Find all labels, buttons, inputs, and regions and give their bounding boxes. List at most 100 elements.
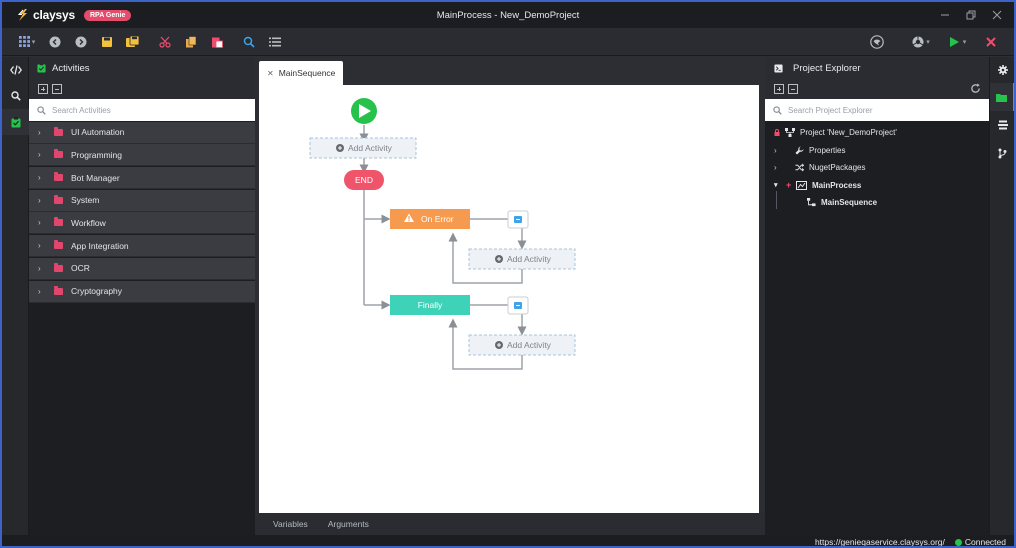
collapse-all-button[interactable] [788, 84, 798, 94]
activities-panel: Activities › UI Automation ›Programming ›… [29, 57, 255, 535]
cut-button[interactable] [152, 31, 178, 53]
refresh-icon[interactable] [970, 83, 981, 94]
explorer-search-input[interactable] [788, 105, 968, 115]
run-button[interactable]: ▾ [942, 31, 972, 53]
back-button[interactable] [42, 31, 68, 53]
recorder-button[interactable] [864, 31, 890, 53]
recorder-icon [870, 35, 884, 49]
search-icon [243, 36, 255, 48]
chevron-right-icon: › [38, 127, 41, 137]
copy-button[interactable] [178, 31, 204, 53]
category-app-integration[interactable]: ›App Integration [29, 235, 255, 258]
toolbar-right: ▾ ▾ [864, 31, 1004, 53]
paste-button[interactable] [204, 31, 230, 53]
add-activity-slot[interactable]: Add Activity [309, 137, 417, 159]
collapse-finally-button[interactable] [507, 296, 529, 315]
category-workflow[interactable]: › Workflow [29, 212, 255, 235]
category-ocr[interactable]: ›OCR [29, 257, 255, 280]
tree-main-sequence[interactable]: MainSequence [765, 194, 989, 212]
explorer-search [765, 99, 989, 121]
chevron-right-icon: › [38, 218, 41, 228]
outline-button[interactable] [262, 31, 288, 53]
process-icon [796, 180, 807, 190]
search-view-button[interactable] [2, 83, 29, 109]
cut-icon [159, 36, 171, 48]
modified-marker-icon: + [786, 180, 792, 191]
stop-button[interactable] [978, 31, 1004, 53]
category-label: Workflow [71, 217, 106, 228]
category-label: System [71, 195, 100, 206]
activities-subtoolbar [29, 79, 255, 99]
finally-label: Finally [418, 300, 443, 310]
add-activity-slot[interactable]: Add Activity [468, 334, 576, 356]
end-node[interactable]: END [344, 170, 384, 190]
end-label: END [355, 175, 373, 185]
tree-main-process[interactable]: ▾ + MainProcess [765, 177, 989, 195]
add-activity-label: Add Activity [507, 340, 552, 350]
collapse-on-error-button[interactable] [507, 210, 529, 229]
category-label: Bot Manager [71, 172, 120, 183]
layers-button[interactable] [990, 111, 1014, 139]
save-button[interactable] [94, 31, 120, 53]
save-all-icon [126, 35, 140, 47]
tree-label: MainSequence [821, 198, 878, 208]
brand-name: claysys [33, 8, 75, 22]
workflow-canvas[interactable]: Add Activity END On Error [259, 85, 759, 513]
explorer-header: Project Explorer [765, 57, 989, 79]
folder-icon [54, 194, 63, 204]
tab-variables[interactable]: Variables [273, 519, 308, 529]
find-button[interactable] [236, 31, 262, 53]
designer-area: ✕ MainSequence [255, 57, 765, 535]
category-system[interactable]: ›System [29, 189, 255, 212]
explorer-icon [774, 63, 783, 73]
browser-icon [912, 36, 924, 48]
collapse-all-button[interactable] [52, 84, 62, 94]
project-tree: Project 'New_DemoProject' › Properties ›… [765, 121, 989, 212]
category-programming[interactable]: ›Programming [29, 144, 255, 167]
list-icon [269, 37, 281, 46]
add-activity-slot[interactable]: Add Activity [468, 248, 576, 270]
save-all-button[interactable] [120, 31, 146, 53]
product-badge: RPA Genie [83, 9, 132, 21]
project-explorer-button[interactable] [990, 83, 1014, 111]
activities-title: Activities [52, 62, 90, 74]
window-close-button[interactable] [986, 7, 1008, 23]
chevron-right-icon: › [774, 163, 777, 173]
expand-all-button[interactable] [774, 84, 784, 94]
title-bar: claysys RPA Genie MainProcess - New_Demo… [2, 2, 1014, 28]
tree-label: Properties [809, 145, 846, 155]
category-bot-manager[interactable]: › Bot Manager [29, 167, 255, 190]
chevron-down-icon: ▾ [774, 182, 778, 190]
tree-project-root[interactable]: Project 'New_DemoProject' [765, 124, 989, 142]
browser-button[interactable]: ▾ [906, 31, 936, 53]
tree-properties[interactable]: › Properties [765, 142, 989, 160]
tab-mainsequence[interactable]: ✕ MainSequence [259, 61, 344, 85]
source-control-button[interactable] [990, 139, 1014, 167]
chevron-right-icon: › [38, 173, 41, 183]
activities-view-button[interactable] [2, 109, 29, 135]
restore-icon [966, 10, 976, 20]
settings-button[interactable] [990, 57, 1014, 83]
tree-nuget-packages[interactable]: › NugetPackages [765, 159, 989, 177]
tab-arguments[interactable]: Arguments [327, 519, 369, 529]
forward-button[interactable] [68, 31, 94, 53]
code-view-button[interactable] [2, 57, 29, 83]
activities-search-input[interactable] [52, 105, 232, 115]
restore-button[interactable] [960, 7, 982, 23]
expand-all-button[interactable] [38, 84, 48, 94]
on-error-node[interactable]: On Error [390, 209, 470, 229]
explorer-subtoolbar [765, 79, 989, 99]
category-label: UI Automation [71, 127, 125, 138]
minimize-button[interactable] [934, 7, 956, 23]
tab-close-icon[interactable]: ✕ [267, 68, 274, 78]
apps-menu-button[interactable]: ▾ [12, 31, 42, 53]
search-icon [10, 91, 21, 101]
finally-node[interactable]: Finally [390, 295, 470, 315]
category-ui-automation[interactable]: › UI Automation [29, 121, 255, 144]
category-cryptography[interactable]: ›Cryptography [29, 280, 255, 303]
start-node[interactable] [351, 98, 377, 124]
app-logo: claysys RPA Genie [16, 8, 132, 22]
folder-icon [54, 217, 63, 227]
connection-label: Connected [964, 536, 1006, 547]
